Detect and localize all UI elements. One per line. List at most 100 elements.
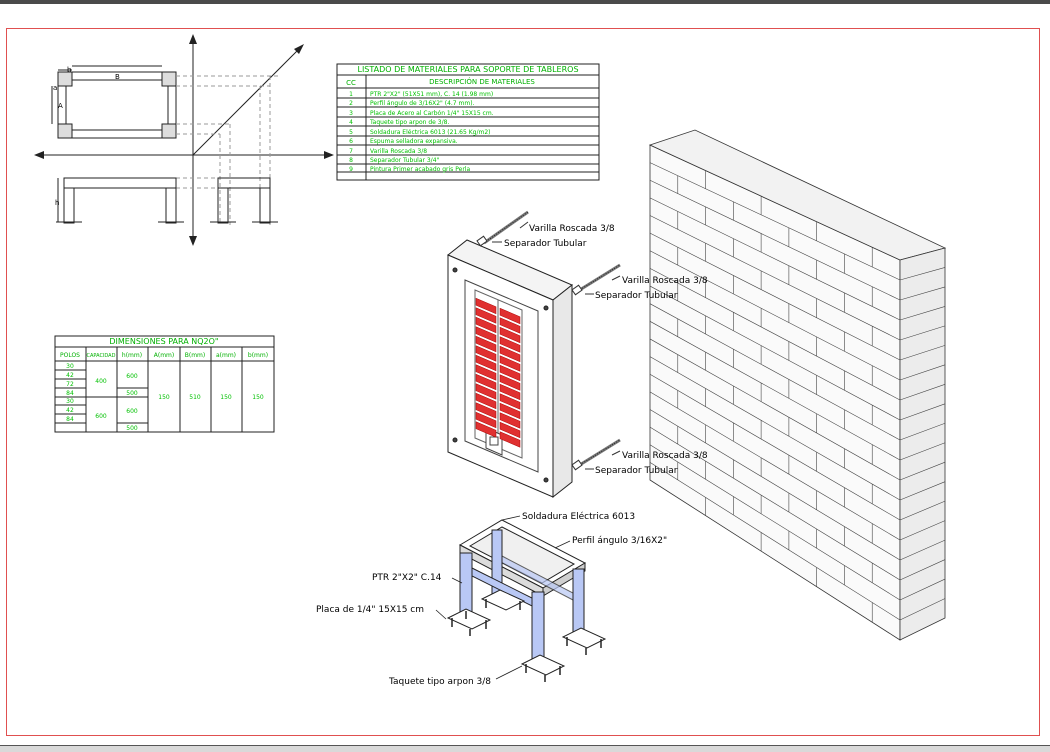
top-toolbar-strip [0, 0, 1050, 4]
breaker [499, 402, 521, 420]
brick-side-line [899, 403, 946, 421]
label-varilla-3: Varilla Roscada 3/8 [622, 451, 708, 461]
brick-side-line [899, 306, 946, 321]
brick-side-line [899, 481, 946, 501]
material-cc: 3 [349, 110, 353, 117]
breaker [475, 411, 497, 429]
capacidad-cell: 400 [95, 378, 107, 385]
brick-side-line [899, 325, 946, 341]
brick-side-line [899, 364, 946, 381]
breaker [475, 335, 497, 353]
dim-label-h: h [55, 199, 59, 207]
label-soldadura: Soldadura Eléctrica 6013 [522, 511, 635, 522]
h-cell: 500 [126, 390, 138, 397]
axis-arrow-left-icon [34, 151, 44, 159]
material-cc: 5 [349, 129, 353, 136]
brick-side-line [899, 500, 946, 521]
a-cell: 150 [220, 394, 232, 401]
material-cc: 9 [349, 166, 353, 173]
breaker [499, 345, 521, 363]
breaker [499, 421, 521, 439]
sheet-border [6, 28, 1040, 736]
breaker [475, 354, 497, 372]
breaker [475, 383, 497, 400]
label-perfil: Perfil ángulo 3/16X2" [572, 536, 667, 546]
brick-course-line [649, 356, 901, 501]
materials-col-cc: CC [346, 79, 356, 87]
dimensions-header: CAPACIDAD [87, 353, 116, 359]
brick-course-line [649, 215, 901, 341]
bottom-status-strip [0, 745, 1050, 752]
label-separador-1: Separador Tubular [504, 239, 587, 249]
material-desc: Placa de Acero al Carbón 1/4" 15X15 cm. [370, 110, 494, 117]
brick-course-line [649, 338, 901, 481]
polos-cell: 84 [66, 390, 74, 397]
breaker [475, 297, 497, 315]
brick-course-line [649, 197, 901, 321]
threaded-rods [476, 210, 621, 471]
material-desc: Perfil ángulo de 3/16X2" (4.7 mm). [370, 100, 475, 107]
material-desc: Varilla Roscada 3/8 [370, 148, 427, 155]
brick-course-line [649, 250, 901, 381]
breaker [499, 326, 521, 344]
material-desc: Pintura Primer acabado gris Perla [370, 166, 470, 173]
brick-courses [649, 162, 946, 623]
axis-arrow-right-icon [324, 151, 334, 159]
breaker [499, 412, 521, 429]
brick-side-line [899, 345, 946, 361]
axis-arrow-up-icon [189, 34, 197, 44]
breaker [475, 402, 497, 419]
dimensions-table [54, 335, 275, 433]
brick-side-line [899, 598, 946, 621]
brick-side-line [899, 578, 946, 601]
breaker [475, 364, 497, 381]
brick-course-line [649, 409, 901, 561]
brick-course-line [649, 321, 901, 461]
breaker [475, 326, 497, 343]
brick-side-line [899, 267, 946, 281]
polos-cell: 42 [66, 372, 74, 379]
breaker [499, 364, 521, 382]
label-ptr: PTR 2"X2" C.14 [372, 573, 442, 583]
dim-label-B: B [115, 73, 120, 81]
brick-side-line [899, 539, 946, 561]
polos-cell: 30 [66, 398, 74, 405]
brick-course-line [649, 391, 901, 541]
axis-arrow-diag-icon [294, 44, 304, 54]
breaker [475, 373, 497, 391]
brick-course-line [649, 426, 901, 581]
polos-cell: 42 [66, 407, 74, 414]
breaker [499, 336, 521, 353]
materials-title: LISTADO DE MATERIALES PARA SOPORTE DE TA… [357, 65, 578, 74]
breaker-columns [475, 297, 521, 448]
breaker [499, 393, 521, 410]
brick-side-line [899, 286, 946, 301]
h-cell: 500 [126, 425, 138, 432]
breaker [499, 383, 521, 401]
material-desc: Separador Tubular 3/4" [370, 157, 440, 164]
dimensions-header: b(mm) [248, 352, 268, 359]
breaker [475, 392, 497, 410]
label-placa: Placa de 1/4" 15X15 cm [316, 605, 424, 615]
label-taquete: Taquete tipo arpon 3/8 [388, 677, 491, 687]
dimensions-header: A(mm) [154, 352, 174, 359]
dim-label-a: a [53, 84, 57, 92]
breaker [499, 307, 521, 325]
brick-course-line [649, 285, 901, 421]
breaker [475, 307, 497, 324]
brick-side-line [899, 520, 946, 541]
material-cc: 7 [349, 148, 353, 155]
brick-course-line [649, 462, 901, 621]
materials-col-desc: DESCRIPCIÓN DE MATERIALES [429, 77, 535, 86]
label-varilla-2: Varilla Roscada 3/8 [622, 276, 708, 286]
brick-side-line [899, 442, 946, 461]
brick-course-line [649, 162, 901, 281]
polos-cell: 30 [66, 363, 74, 370]
material-cc: 6 [349, 138, 353, 145]
breaker [499, 355, 521, 372]
dim-label-A: A [58, 102, 63, 110]
label-separador-2: Separador Tubular [595, 291, 678, 301]
breaker [475, 421, 497, 438]
brick-side-line [899, 422, 946, 441]
